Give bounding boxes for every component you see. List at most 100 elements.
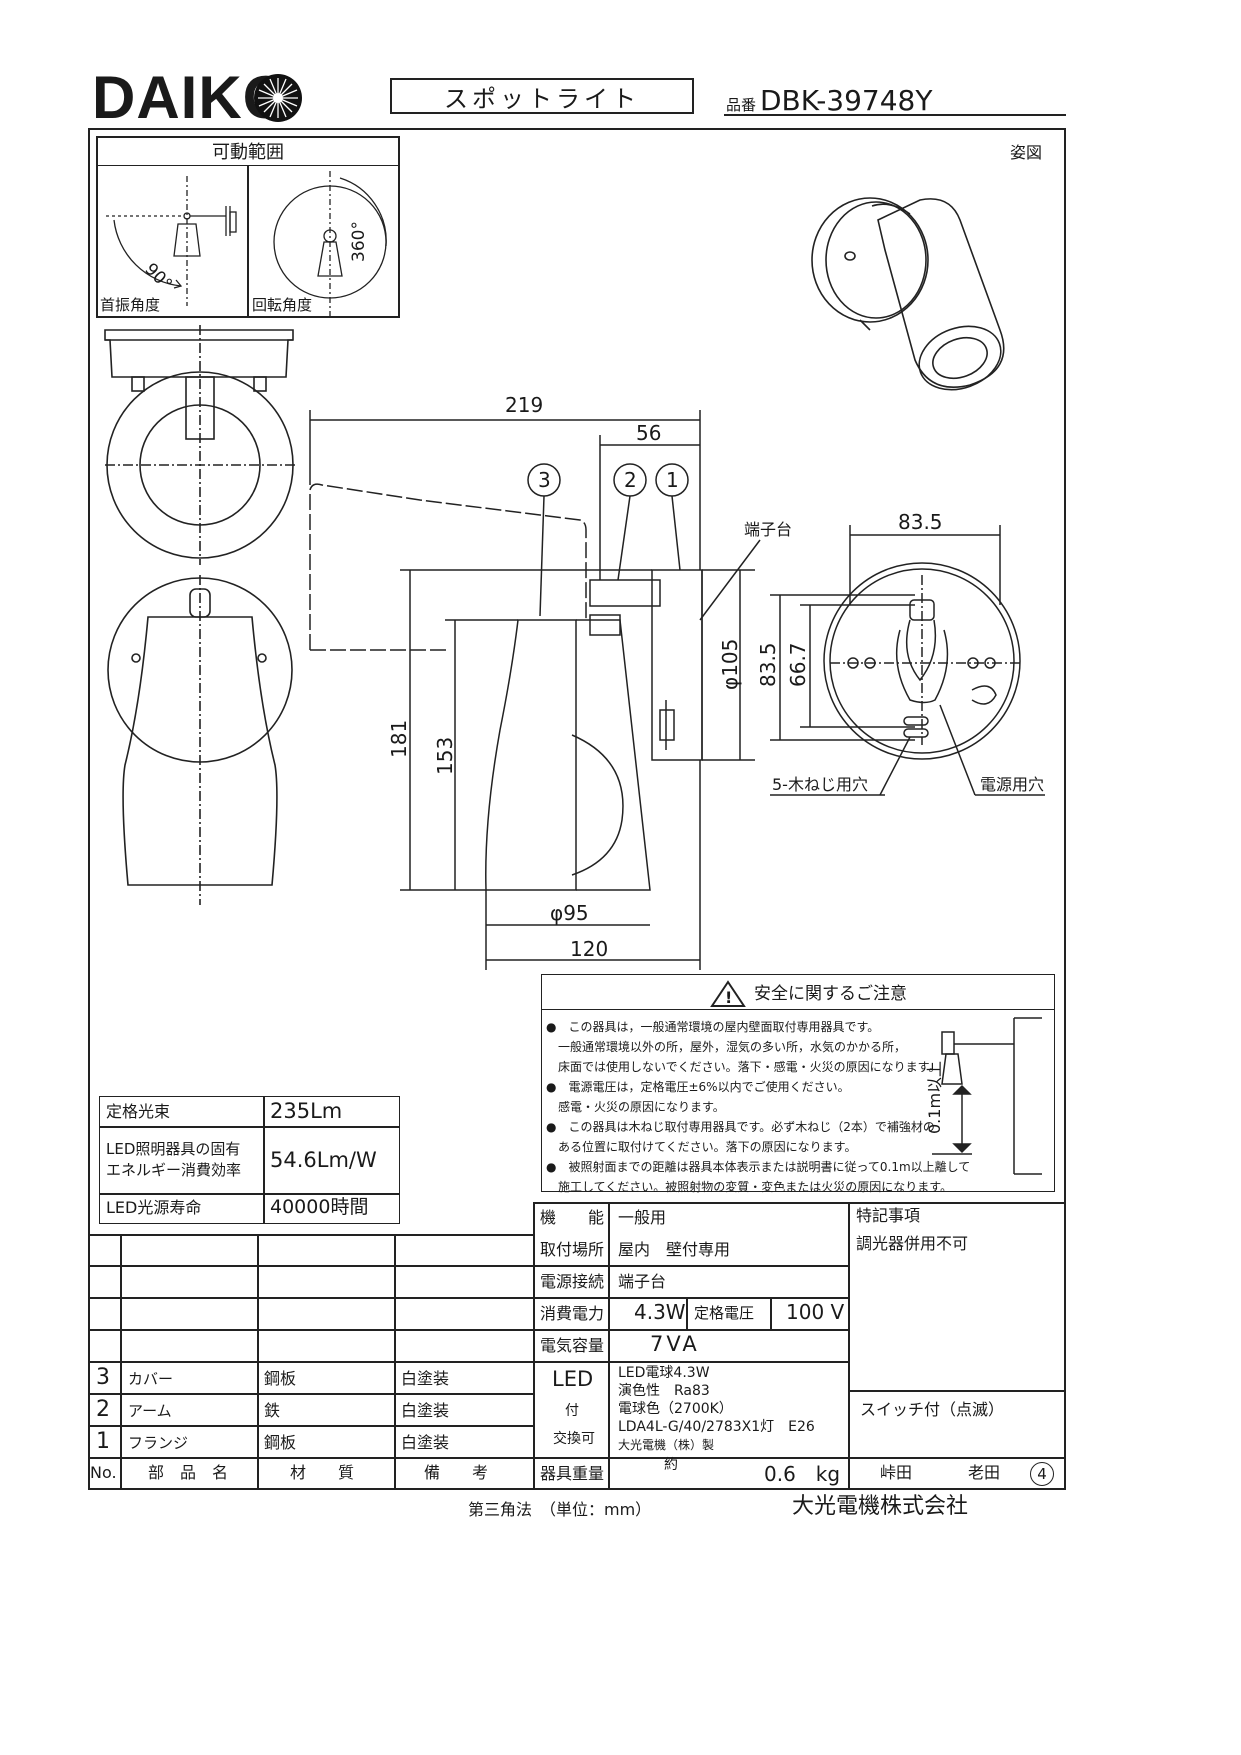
led-line: LED電球4.3W: [618, 1365, 710, 1381]
safety-line: 感電・火災の原因になります。: [546, 1100, 725, 1114]
led-details: LED電球4.3W 演色性 Ra83 電球色（2700K） LDA4L-G/40…: [618, 1364, 815, 1454]
power-conn-value: 端子台: [618, 1272, 667, 1291]
mount-value: 屋内 壁付専用: [618, 1240, 731, 1259]
weight-value: 0.6 kg: [764, 1462, 841, 1486]
movable-range-divider: [247, 166, 249, 318]
spec-label-flux: 定格光束: [106, 1102, 171, 1121]
led-line: 電球色（2700K）: [618, 1401, 733, 1417]
part-number-label: 品番: [726, 96, 757, 114]
grid-col: [770, 1297, 772, 1329]
notes-switch: スイッチ付（点滅）: [860, 1400, 1005, 1419]
flange-back-view: 83.5 83.5 66.7: [760, 510, 1045, 796]
spec-value-efficiency: 54.6Lm/W: [270, 1148, 377, 1172]
safety-line: 施工してください。被照射物の変質・変色または火災の原因になります。: [546, 1180, 953, 1194]
safety-title: 安全に関するご注意: [754, 984, 907, 1004]
led-line: LDA4L-G/40/2783X1灯 E26: [618, 1419, 815, 1435]
spec-label-life: LED光源寿命: [106, 1198, 202, 1217]
spec-value-life: 40000時間: [270, 1196, 369, 1218]
dim-120: 120: [570, 937, 608, 961]
part-remark: 白塗装: [401, 1433, 450, 1452]
spec-row-divider: [99, 1126, 400, 1128]
side-view: 219 56 181 153 φ95 120 φ105 3 2 1: [309, 393, 761, 970]
part-remark: 白塗装: [401, 1369, 450, 1388]
dim-105: φ105: [718, 639, 742, 690]
tilt-value: 90°: [140, 259, 175, 294]
part-no: 1: [96, 1429, 110, 1454]
led-label-2: 付: [565, 1403, 579, 1419]
safety-line: 一般通常環境以外の所，屋外，湿気の多い所，水気のかかる所，: [546, 1040, 907, 1054]
spec-label-efficiency-1: LED照明器具の固有: [106, 1140, 241, 1158]
weight-label: 器具重量: [540, 1464, 605, 1483]
dim-66-7: 66.7: [786, 642, 810, 687]
safety-illustration: 0.1m以上: [925, 1017, 1042, 1175]
part-no: 2: [96, 1397, 110, 1422]
spec-row-divider: [99, 1193, 400, 1195]
parts-grid-topline: [88, 1234, 534, 1236]
grid-row: [88, 1393, 534, 1395]
grid-row: [88, 1265, 850, 1267]
movable-range-diagrams: 90° 360°: [106, 171, 387, 316]
grid-col: [848, 1202, 850, 1490]
callout-3: 3: [538, 468, 551, 492]
led-label-3: 交換可: [553, 1431, 595, 1447]
projection-note: 第三角法 （単位：mm）: [468, 1500, 652, 1519]
led-line: 演色性 Ra83: [618, 1383, 710, 1399]
checker-name: 老田: [968, 1463, 1001, 1482]
company-name: 大光電機株式会社: [792, 1494, 969, 1519]
consumption-label: 消費電力: [540, 1304, 605, 1323]
grid-row: [88, 1361, 850, 1363]
spec-label-efficiency-2: エネルギー消費効率: [106, 1161, 242, 1179]
safety-line: ● 電源電圧は，定格電圧±6%以内でご使用ください。: [546, 1080, 850, 1094]
part-name: フランジ: [128, 1434, 189, 1452]
bottom-grid-topline: [533, 1202, 1066, 1204]
grid-row: [88, 1425, 534, 1427]
dim-56: 56: [636, 421, 661, 445]
led-label: LED: [552, 1367, 594, 1391]
parts-header-no: No.: [90, 1463, 117, 1482]
parts-header-name: 部 品 名: [148, 1463, 229, 1482]
part-number: DBK-39748Y: [760, 84, 933, 117]
sheet-number: 4: [1037, 1465, 1047, 1483]
part-number-block: 品番 DBK-39748Y: [724, 84, 1066, 117]
safety-line: ● この器具は木ねじ取付専用器具です。必ず木ねじ（2本）で補強材の: [546, 1120, 935, 1134]
rated-voltage-label: 定格電圧: [694, 1304, 755, 1322]
safety-line: ある位置に取付けてください。落下の原因になります。: [546, 1140, 857, 1154]
grid-col: [608, 1202, 610, 1490]
callout-2: 2: [624, 468, 637, 492]
part-name: アーム: [128, 1402, 172, 1420]
rated-voltage-value: 100 V: [786, 1300, 845, 1324]
top-bottom-views: [104, 325, 295, 905]
grid-row: [88, 1329, 850, 1331]
mount-label: 取付場所: [540, 1240, 605, 1259]
safety-line: ● この器具は，一般通常環境の屋内壁面取付専用器具です。: [546, 1020, 880, 1034]
spec-col-divider: [263, 1096, 265, 1224]
rotation-value: 360°: [349, 221, 369, 262]
sheet-number-circle: 4: [1030, 1462, 1054, 1486]
part-no: 3: [96, 1365, 110, 1390]
dim-181: 181: [387, 720, 411, 758]
svg-text:!: !: [725, 988, 732, 1007]
luminous-spec-table: [99, 1096, 400, 1224]
designer-name: 峠田: [880, 1463, 913, 1482]
spec-value-flux: 235Lm: [270, 1099, 343, 1123]
callout-1: 1: [666, 468, 679, 492]
safety-line: ● 被照射面までの距離は器具本体表示または説明書に従って0.1m以上離して: [546, 1160, 971, 1174]
capacity-value: 7VA: [650, 1332, 700, 1356]
notes-title: 特記事項: [856, 1206, 921, 1225]
dim-219: 219: [505, 393, 543, 417]
part-material: 鋼板: [264, 1433, 297, 1452]
grid-row: [88, 1297, 850, 1299]
dim-95: φ95: [550, 901, 589, 925]
product-type: スポットライト: [444, 84, 640, 113]
parts-header-remark: 備 考: [424, 1463, 489, 1482]
grid-row: [88, 1457, 1066, 1459]
rotation-angle-label: 回転角度: [252, 296, 313, 314]
capacity-label: 電気容量: [540, 1336, 605, 1355]
weight-approx: 約: [664, 1457, 678, 1473]
grid-col: [533, 1202, 535, 1490]
part-material: 鉄: [264, 1401, 281, 1420]
safety-title-row: [541, 974, 1055, 1010]
grid-col: [686, 1297, 688, 1329]
tilt-angle-label: 首振角度: [100, 296, 161, 314]
parts-header-material: 材 質: [290, 1463, 355, 1482]
